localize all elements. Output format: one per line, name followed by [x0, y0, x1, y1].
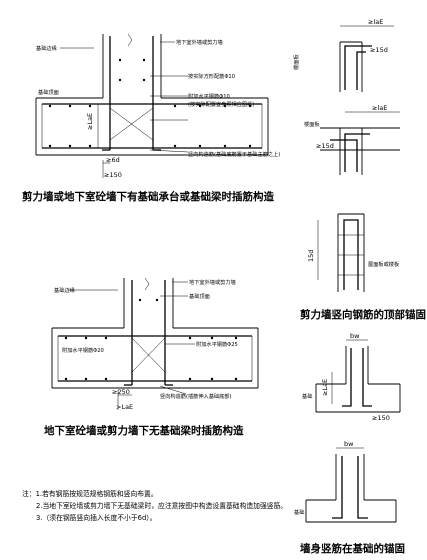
label-wall-edge: 地下室外墙或剪力墙 [189, 278, 236, 286]
figure-2-caption: 地下室砼墙或剪力墙下无基础梁时插筋构造 [44, 424, 244, 437]
dim-15d-2: ≥15d [316, 142, 334, 150]
dim-6d: ≥6d [106, 156, 120, 164]
label-mid-rebar: 附加水平钢筋Φ25 [196, 340, 238, 348]
diagonal-bar [131, 337, 166, 373]
label-mid-rebar-2: (按实际配置宜参照相应图纸) [188, 100, 254, 108]
anchor-bar [332, 456, 343, 519]
dim-150: ≥150 [104, 171, 122, 179]
dim-bw-2: bw [344, 440, 354, 448]
label-slab-c: 屋面板或楼板 [368, 260, 400, 268]
label-bottom-rebar: 按实际方形配筋Φ10 [188, 72, 235, 80]
label-foundation-top: 基础顶面 [38, 88, 59, 96]
figure-1-caption: 剪力墙或地下室砼墙下有基础承台或基础梁时插筋构造 [22, 190, 274, 203]
general-notes: 注：1.若有钢筋按规范规格钢筋和竖向布置。 2.当地下室砼墙或剪力墙下无基础梁时… [22, 489, 287, 522]
detail-top-anchorage: ≥laE ≥15d 楼面板 ≥laE ≥15d 楼面板 15d 屋面板或楼板 剪… [292, 18, 426, 321]
detail-base-anchorage: bw ≥LaE ≥150 基础 bw 基础 墙身竖筋在基础的锚固 [294, 332, 405, 555]
dim-150: ≥150 [372, 414, 390, 422]
dim-lae: ≥LaE [321, 379, 329, 396]
rebar-dots [48, 58, 252, 148]
diagonal-bar [109, 107, 154, 141]
note-line-1: 注：1.若有钢筋按规范规格钢筋和竖向布置。 [22, 489, 158, 498]
anchor-bar [344, 133, 370, 172]
figure-1-rebar-with-cap: 基础边缘 地下室外墙或剪力墙 基础顶面 按实际方形配筋Φ10 附加水平钢筋Φ10… [22, 33, 280, 203]
leader [159, 385, 187, 395]
label-base-edge: 基础边缘 [54, 286, 75, 294]
dim-lae-2: ≥laE [372, 104, 387, 112]
break-mark [127, 33, 133, 47]
break-mark [144, 277, 150, 291]
dim-lae: ≥LaE [86, 113, 94, 130]
label-foundation-top: 基础顶面 [189, 292, 210, 300]
dim-250: ≥250 [112, 388, 130, 396]
leader [149, 149, 189, 153]
figure-2-rebar-no-beam: 基础边缘 地下室外墙或剪力墙 基础顶面 附加水平钢筋Φ20 附加水平钢筋Φ25 … [44, 277, 259, 437]
anchor-bar [356, 51, 366, 90]
detail-top-caption: 剪力墙竖向钢筋的顶部锚固 [300, 308, 426, 321]
label-mid-rebar: 附加水平钢筋Φ10 [188, 92, 230, 100]
label-slab-a: 楼面板 [292, 54, 300, 70]
label-base-edge: 基础边缘 [36, 44, 57, 52]
label-foundation-b: 基础 [294, 508, 304, 516]
dim-15d-3: 15d [307, 250, 315, 262]
label-wall-edge: 地下室外墙或剪力墙 [176, 38, 223, 46]
anchor-bar [362, 348, 372, 407]
dim-lae-1: ≥laE [368, 18, 383, 26]
anchor-bar [344, 45, 372, 90]
dim-15d-1: ≥15d [370, 46, 388, 54]
anchor-bar [342, 348, 352, 407]
note-line-2: 2.当地下室砼墙或剪力墙下无基础梁时，应注意按图中构造设置基础构造加强竖筋。 [36, 501, 287, 510]
dim-lae: >LaE [116, 403, 133, 411]
label-slab-b: 楼面板 [304, 120, 320, 128]
label-foundation-a: 基础 [302, 392, 312, 400]
label-bottom-note: 竖向构造筋(基础底筋置于基础主筋之上) [188, 150, 280, 158]
rebar-dots [64, 298, 238, 381]
label-bottom-rebar: 附加水平钢筋Φ20 [62, 346, 104, 354]
detail-base-caption: 墙身竖筋在基础的锚固 [300, 542, 405, 555]
anchor-bar [357, 456, 368, 519]
anchor-bar [330, 139, 358, 172]
note-line-3: 3.（须在钢筋竖向插入长度不小于6d）。 [36, 513, 156, 522]
label-bottom-note: 竖向构造筋(插筋伸入基础底部) [160, 392, 232, 400]
dim-bw-1: bw [350, 332, 360, 340]
